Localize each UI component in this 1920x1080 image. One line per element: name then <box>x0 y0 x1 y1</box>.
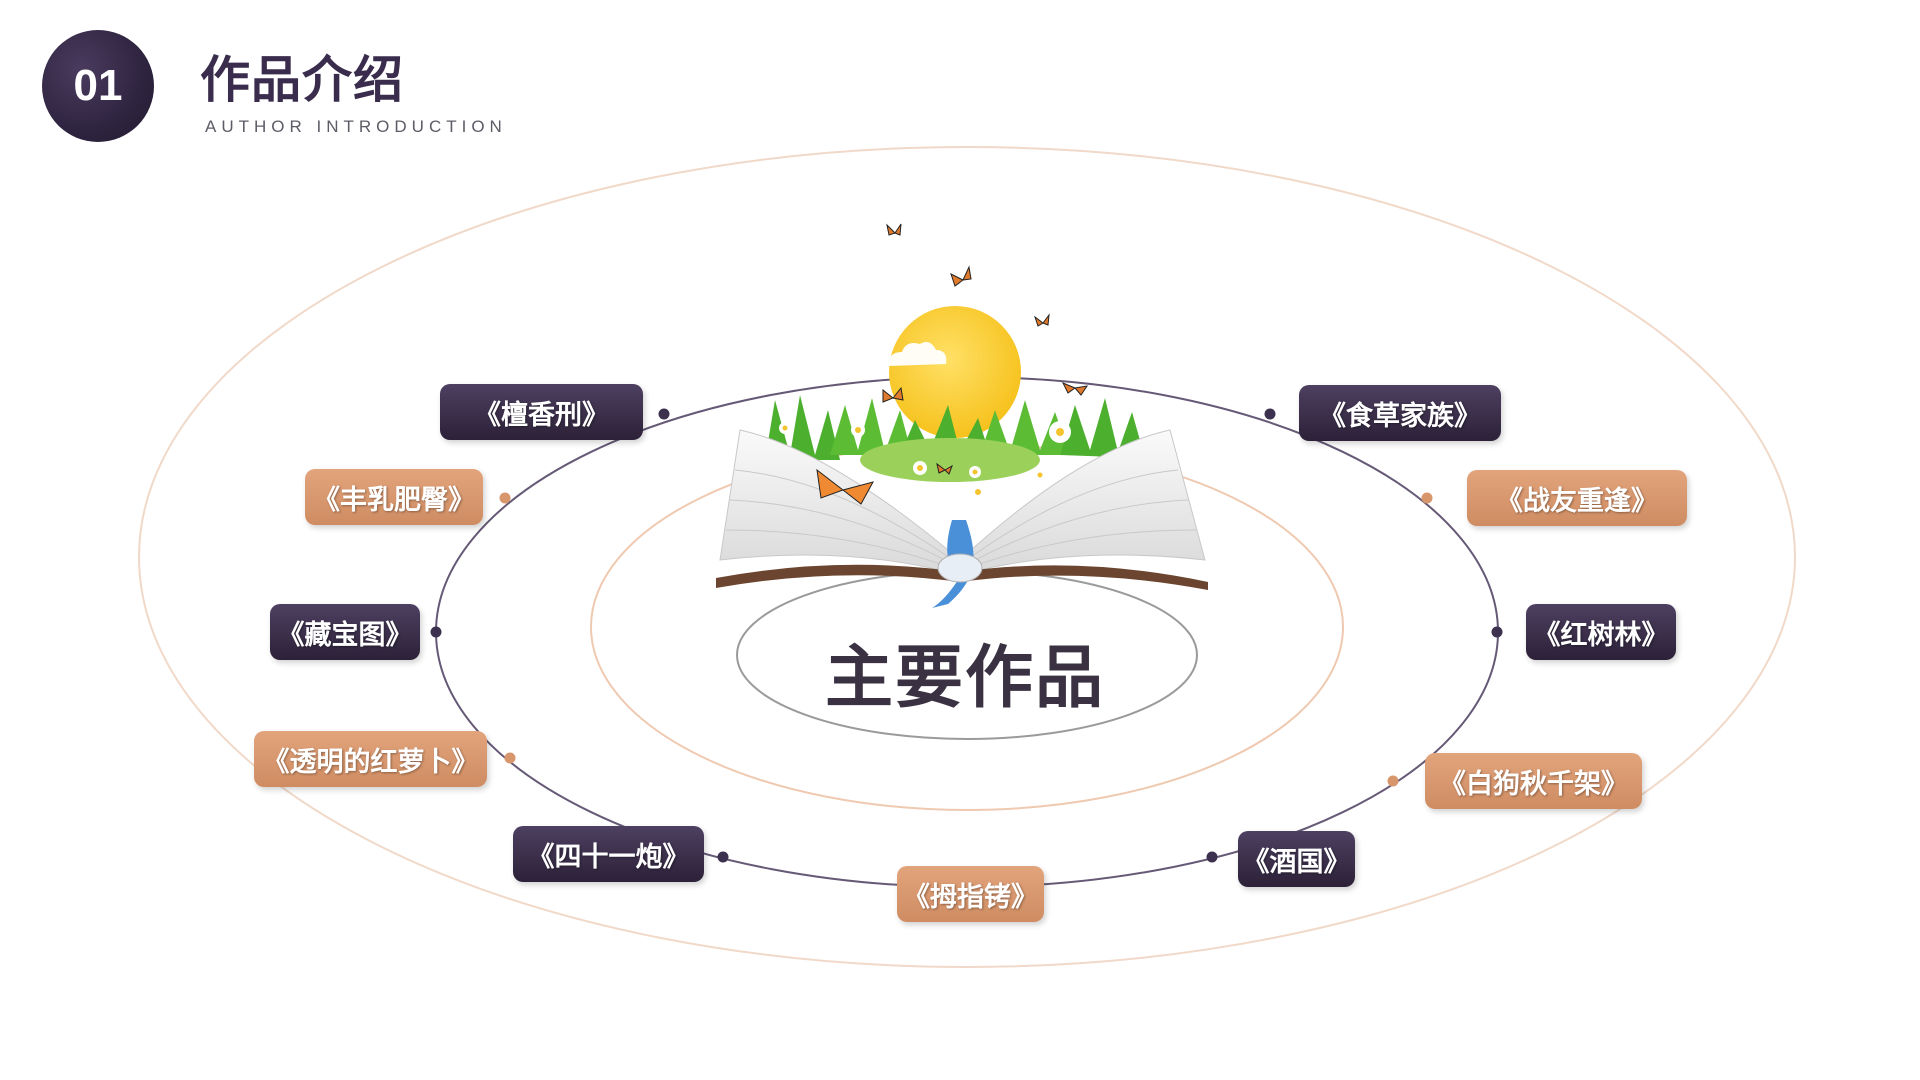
orbit-dot <box>1206 851 1218 863</box>
orbit-dot <box>504 752 516 764</box>
work-tag-muzhikao: 《拇指铐》 <box>897 866 1044 922</box>
flowers <box>779 421 1071 499</box>
orbit-dot <box>1264 408 1276 420</box>
work-tag-fengrufeitun: 《丰乳肥臀》 <box>305 469 483 525</box>
orbit-dots <box>430 408 1503 863</box>
section-number: 01 <box>73 61 123 110</box>
sun <box>889 306 1021 438</box>
book-illustration <box>716 223 1208 608</box>
butterflies <box>816 223 1089 505</box>
orbit-dot <box>1387 775 1399 787</box>
orbit-dot <box>430 626 442 638</box>
center-label: 主要作品 <box>824 639 1105 718</box>
work-tag-zhanyou-chongfeng: 《战友重逢》 <box>1467 470 1687 526</box>
work-tag-sishiyipao: 《四十一炮》 <box>513 826 704 882</box>
work-tag-touming-de-hongluobo: 《透明的红萝卜》 <box>254 731 487 787</box>
work-tag-cangbaotu: 《藏宝图》 <box>270 604 420 660</box>
work-tag-baigou-qiuqianjia: 《白狗秋千架》 <box>1425 753 1642 809</box>
cloud <box>888 342 947 366</box>
page-subtitle: AUTHOR INTRODUCTION <box>205 117 507 136</box>
orbit-dot <box>1491 626 1503 638</box>
section-number-badge: 01 <box>42 30 154 142</box>
page-title: 作品介绍 <box>200 51 404 109</box>
work-tag-tanxiangxing: 《檀香刑》 <box>440 384 643 440</box>
work-tag-shicao-jiazu: 《食草家族》 <box>1299 385 1501 441</box>
work-tag-hongshulin: 《红树林》 <box>1526 604 1676 660</box>
orbit-dot <box>499 492 511 504</box>
orbit-dot <box>717 851 729 863</box>
orbit-dot <box>1421 492 1433 504</box>
work-tag-jiuguo: 《酒国》 <box>1238 831 1355 887</box>
orbit-dot <box>658 408 670 420</box>
outer-orbit <box>138 146 1796 968</box>
